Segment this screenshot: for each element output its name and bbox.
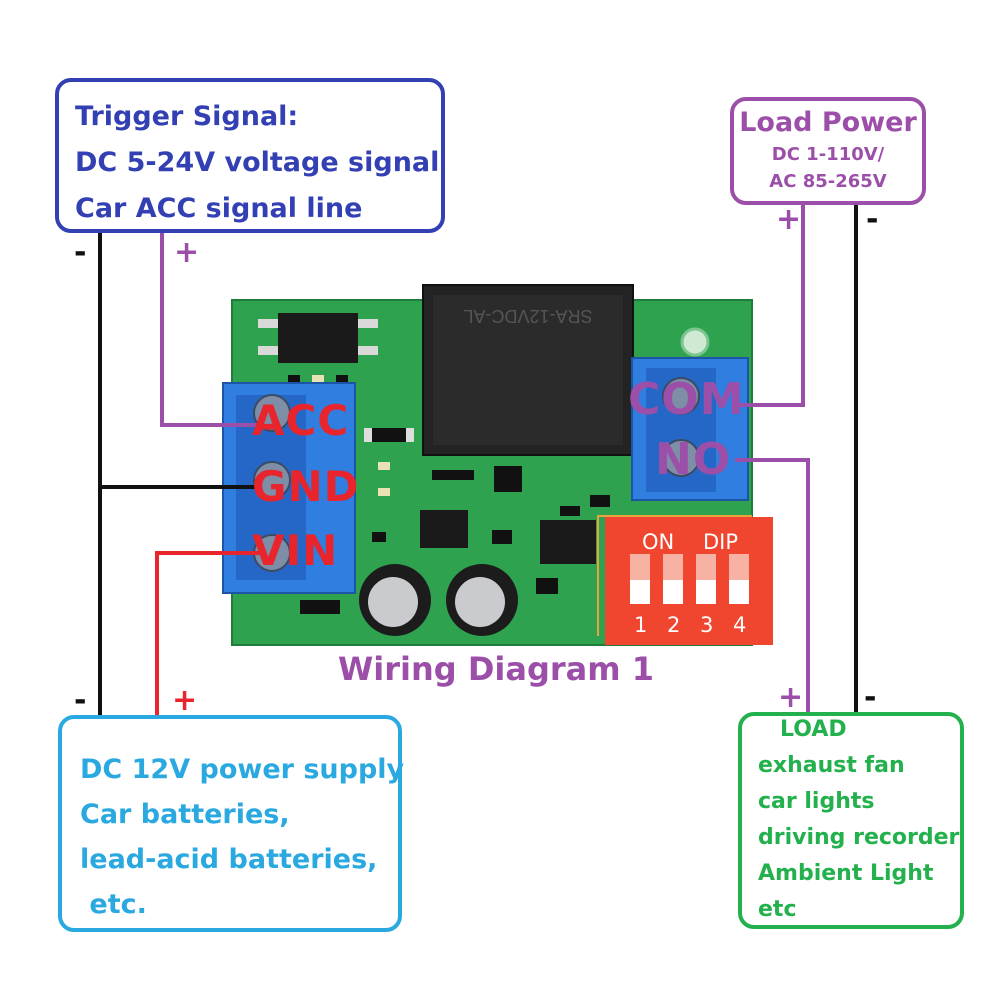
power-line-2: Car batteries, <box>80 799 290 830</box>
terminal-label-vin: VIN <box>252 526 339 575</box>
trigger-line-2: DC 5-24V voltage signal <box>75 147 440 178</box>
wires <box>98 203 858 718</box>
terminal-label-no: NO <box>655 434 732 485</box>
ic-chip-1 <box>420 510 468 548</box>
load-power-line-1: DC 1-110V/ <box>771 144 885 165</box>
load-box: LOAD exhaust fan car lights driving reco… <box>738 712 964 929</box>
load-plus-sign: + <box>778 680 804 715</box>
trigger-plus-sign: + <box>174 235 200 270</box>
load-line-4: Ambient Light <box>758 861 934 886</box>
dip-number-4: 4 <box>733 613 747 637</box>
mounting-hole <box>680 327 710 357</box>
terminal-label-com: COM <box>628 374 745 425</box>
optocoupler-chip <box>278 313 358 363</box>
wire-no <box>735 458 810 714</box>
load-power-title: Load Power <box>739 107 917 138</box>
terminal-label-acc: ACC <box>252 396 350 445</box>
load-title: LOAD <box>780 717 847 742</box>
dip-number-1: 1 <box>634 613 648 637</box>
dip-number-3: 3 <box>700 613 714 637</box>
trigger-minus-sign: - <box>74 235 87 270</box>
trigger-line-1: Trigger Signal: <box>75 101 299 132</box>
power-plus-sign: + <box>172 683 198 718</box>
wire-vin <box>155 551 262 718</box>
dip-on-label: ON <box>642 530 675 554</box>
ic-chip-2 <box>540 520 596 564</box>
relay-text: SRA-12VDC-AL <box>463 306 592 326</box>
wire-com <box>738 203 805 407</box>
dip-number-2: 2 <box>667 613 681 637</box>
power-minus-sign: - <box>74 683 87 718</box>
power-supply-box: DC 12V power supply Car batteries, lead-… <box>58 715 405 932</box>
wire-acc-trigger <box>160 232 262 427</box>
load-line-3: driving recorder <box>758 825 960 850</box>
power-line-1: DC 12V power supply <box>80 754 405 785</box>
trigger-signal-box: Trigger Signal: DC 5-24V voltage signal … <box>55 78 445 233</box>
load-line-1: exhaust fan <box>758 753 905 778</box>
load-line-2: car lights <box>758 789 875 814</box>
pcb-board: SRA-12VDC-AL <box>222 284 773 646</box>
load-power-box: Load Power DC 1-110V/ AC 85-265V <box>730 97 926 205</box>
diagram-caption: Wiring Diagram 1 <box>338 650 654 688</box>
terminal-label-gnd: GND <box>252 462 360 511</box>
dip-label: DIP <box>703 530 739 554</box>
trigger-line-3: Car ACC signal line <box>75 193 363 224</box>
power-line-4: etc. <box>80 889 147 920</box>
load-minus-sign: - <box>864 680 877 715</box>
power-line-3: lead-acid batteries, <box>80 844 378 875</box>
load-line-5: etc <box>758 897 797 922</box>
load-power-line-2: AC 85-265V <box>769 171 887 192</box>
load-power-plus-sign: + <box>776 202 802 237</box>
load-power-minus-sign: - <box>866 202 879 237</box>
